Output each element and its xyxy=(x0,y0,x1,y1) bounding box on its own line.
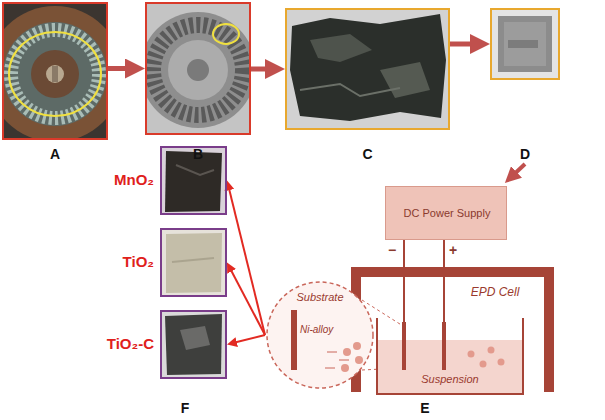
process-arrow xyxy=(108,66,131,71)
panel-letter: C xyxy=(285,146,450,163)
panel-letter: A xyxy=(2,146,108,163)
photo-panel: MnO₂ xyxy=(80,146,227,215)
figure-panel: F MnO₂ TiO₂ TiO₂-C xyxy=(75,140,232,418)
process-arrow xyxy=(230,269,265,335)
photo-frame xyxy=(145,2,251,135)
process-arrow xyxy=(234,335,265,343)
photo-panel: D xyxy=(488,2,562,164)
photo-frame xyxy=(2,2,108,140)
turbine-photo xyxy=(2,2,108,140)
node-text: Ni-alloy xyxy=(300,324,350,336)
coated-sample-photo xyxy=(160,228,227,297)
node-text: Suspension xyxy=(375,373,525,386)
panel-letter: B xyxy=(145,146,251,163)
photo-panel: TiO₂ xyxy=(80,228,227,297)
process-arrow xyxy=(450,42,476,47)
process-arrow xyxy=(513,164,525,175)
coating-label: TiO₂-C xyxy=(80,335,154,353)
panel-letter: F xyxy=(165,400,205,417)
cut-sample-photo xyxy=(490,8,560,80)
photo-frame xyxy=(160,310,227,379)
polarity-sign: + xyxy=(449,242,457,259)
polarity-sign: − xyxy=(388,242,396,259)
disc-photo xyxy=(145,2,251,135)
photo-panel: A xyxy=(2,2,110,164)
coating-label: MnO₂ xyxy=(80,171,154,189)
photo-frame xyxy=(490,8,560,80)
panel-letter: D xyxy=(488,146,562,163)
electrode-wire xyxy=(443,240,445,322)
power-supply-box: DC Power Supply xyxy=(385,186,507,240)
panel-letter: E xyxy=(400,400,450,417)
node-text: EPD Cell xyxy=(450,285,540,299)
node-text: Substrate xyxy=(265,291,375,304)
coated-sample-photo xyxy=(160,310,227,379)
photo-panel: B xyxy=(145,2,251,164)
process-arrow xyxy=(229,187,265,335)
process-arrow xyxy=(251,67,271,72)
photo-panel: C xyxy=(285,2,450,164)
photo-frame xyxy=(160,228,227,297)
node-text: DC Power Supply xyxy=(388,207,506,220)
coating-label: TiO₂ xyxy=(80,253,154,271)
photo-frame xyxy=(285,8,450,130)
substrate-magnifier: SubstrateNi-alloy xyxy=(265,280,375,390)
electrode-wire xyxy=(403,240,405,322)
suspension-beaker: Suspension xyxy=(375,318,525,396)
photo-panel: TiO₂-C xyxy=(80,310,227,379)
blade-fragment-photo xyxy=(285,8,450,130)
figure-panel: EDC Power SupplyEPD CellSuspensionSubstr… xyxy=(262,183,560,418)
